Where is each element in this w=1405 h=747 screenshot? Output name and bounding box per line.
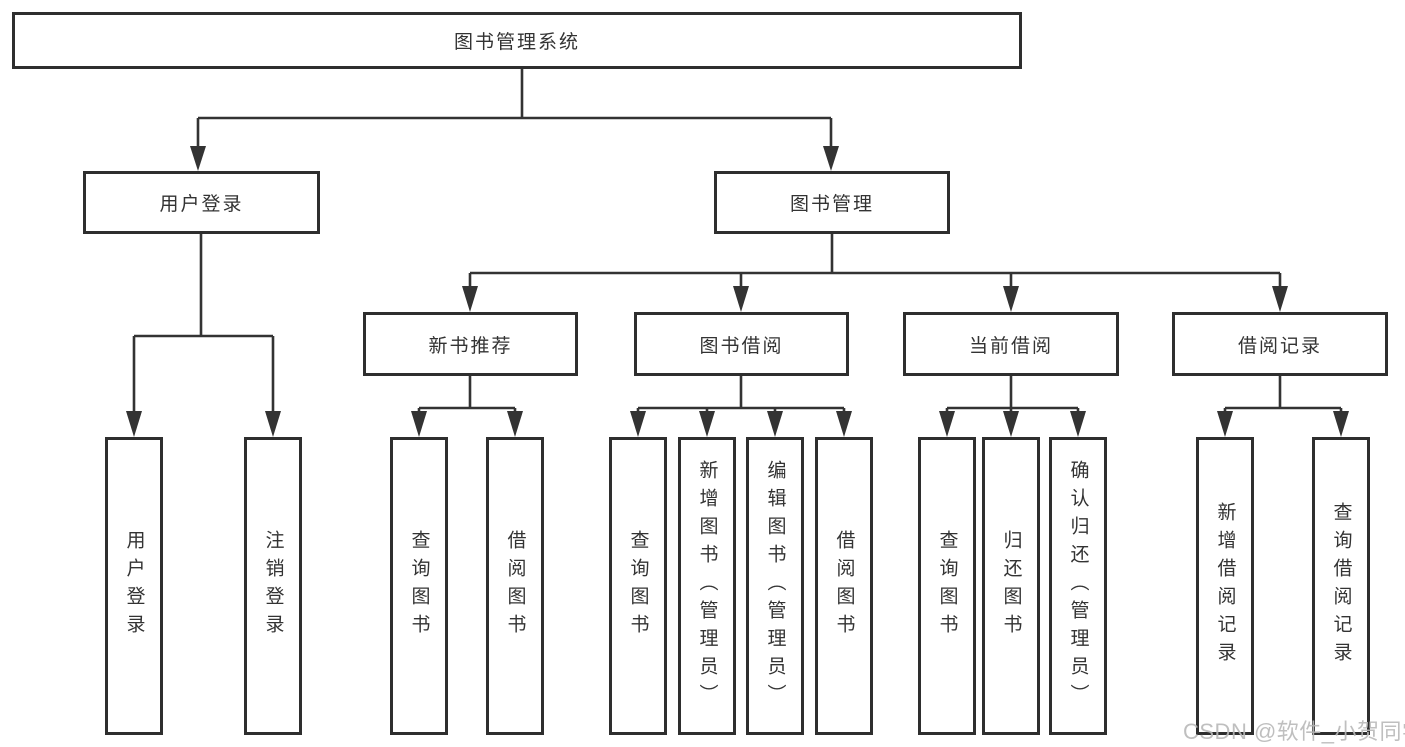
arrowhead <box>733 286 749 312</box>
arrowhead <box>462 286 478 312</box>
leaf-logout: 注销登录 <box>244 437 302 735</box>
leaf-borrow-books-2: 借阅图书 <box>815 437 873 735</box>
arrowhead <box>836 411 852 437</box>
arrowhead <box>939 411 955 437</box>
arrowhead <box>190 146 206 171</box>
arrowhead <box>699 411 715 437</box>
arrowhead <box>265 411 281 437</box>
csdn-watermark: CSDN @软件_小贺同学 <box>1183 719 1405 744</box>
arrowhead <box>630 411 646 437</box>
leaf-query-books-1: 查询图书 <box>390 437 448 735</box>
leaf-query-books-2: 查询图书 <box>609 437 667 735</box>
arrowhead <box>1333 411 1349 437</box>
node-current-borrowing: 当前借阅 <box>903 312 1119 376</box>
arrowhead <box>1003 411 1019 437</box>
leaf-edit-book-admin: 编辑图书（管理员） <box>746 437 804 735</box>
leaf-user-login: 用户登录 <box>105 437 163 735</box>
arrowhead <box>507 411 523 437</box>
node-new-book-recommend: 新书推荐 <box>363 312 578 376</box>
arrowhead <box>1003 286 1019 312</box>
arrowhead <box>1217 411 1233 437</box>
node-user-login: 用户登录 <box>83 171 320 234</box>
leaf-confirm-return-admin: 确认归还（管理员） <box>1049 437 1107 735</box>
leaf-return-books: 归还图书 <box>982 437 1040 735</box>
arrowhead <box>1272 286 1288 312</box>
node-book-management: 图书管理 <box>714 171 950 234</box>
node-book-borrowing: 图书借阅 <box>634 312 849 376</box>
node-borrowing-records: 借阅记录 <box>1172 312 1388 376</box>
arrowhead <box>1070 411 1086 437</box>
leaf-add-borrow-record: 新增借阅记录 <box>1196 437 1254 735</box>
node-library-management-system: 图书管理系统 <box>12 12 1022 69</box>
arrowhead <box>126 411 142 437</box>
arrowhead <box>823 146 839 171</box>
leaf-query-books-3: 查询图书 <box>918 437 976 735</box>
arrowhead <box>411 411 427 437</box>
leaf-query-borrow-record: 查询借阅记录 <box>1312 437 1370 735</box>
arrowhead <box>767 411 783 437</box>
leaf-add-book-admin: 新增图书（管理员） <box>678 437 736 735</box>
leaf-borrow-books-1: 借阅图书 <box>486 437 544 735</box>
